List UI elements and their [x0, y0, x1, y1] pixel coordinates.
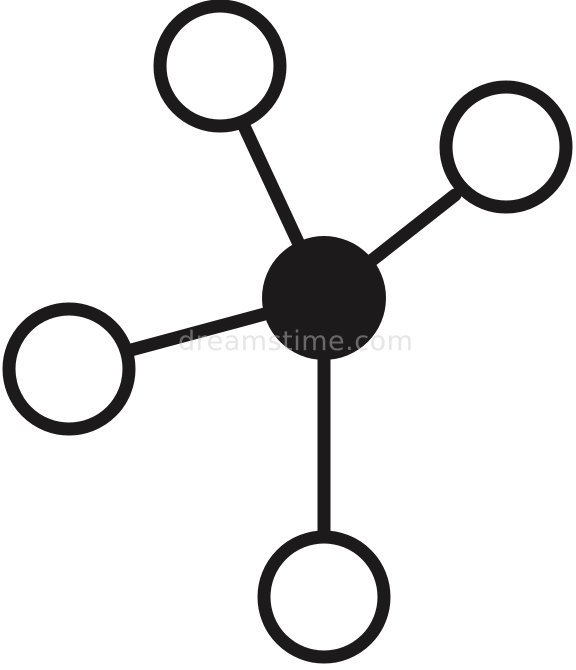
satellite-node-bottom [257, 530, 391, 664]
satellite-node-top [153, 0, 287, 133]
satellite-node-left [2, 302, 136, 436]
hub-node [262, 236, 386, 360]
satellite-node-right [439, 80, 573, 214]
